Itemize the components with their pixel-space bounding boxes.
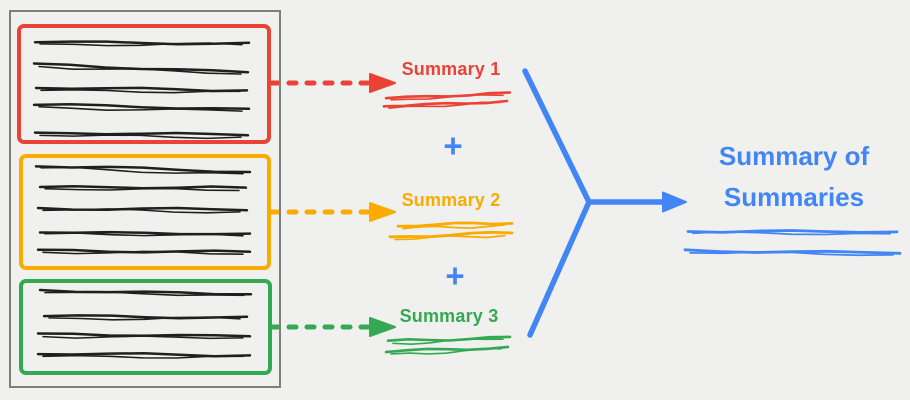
document-chunk-1	[17, 24, 271, 144]
plus-operator-1: +	[443, 127, 463, 164]
plus-operator-2: +	[445, 257, 465, 294]
document-chunk-3	[19, 279, 272, 375]
summary-2-label: Summary 2	[401, 190, 501, 210]
summary-3-label: Summary 3	[399, 306, 499, 326]
result-title: Summary of Summaries	[688, 136, 900, 218]
source-document	[9, 10, 281, 388]
result-title-line2: Summaries	[723, 182, 865, 212]
document-chunk-2	[19, 154, 271, 270]
result-title-line1: Summary of	[718, 141, 870, 171]
summary-1-label: Summary 1	[401, 59, 501, 79]
